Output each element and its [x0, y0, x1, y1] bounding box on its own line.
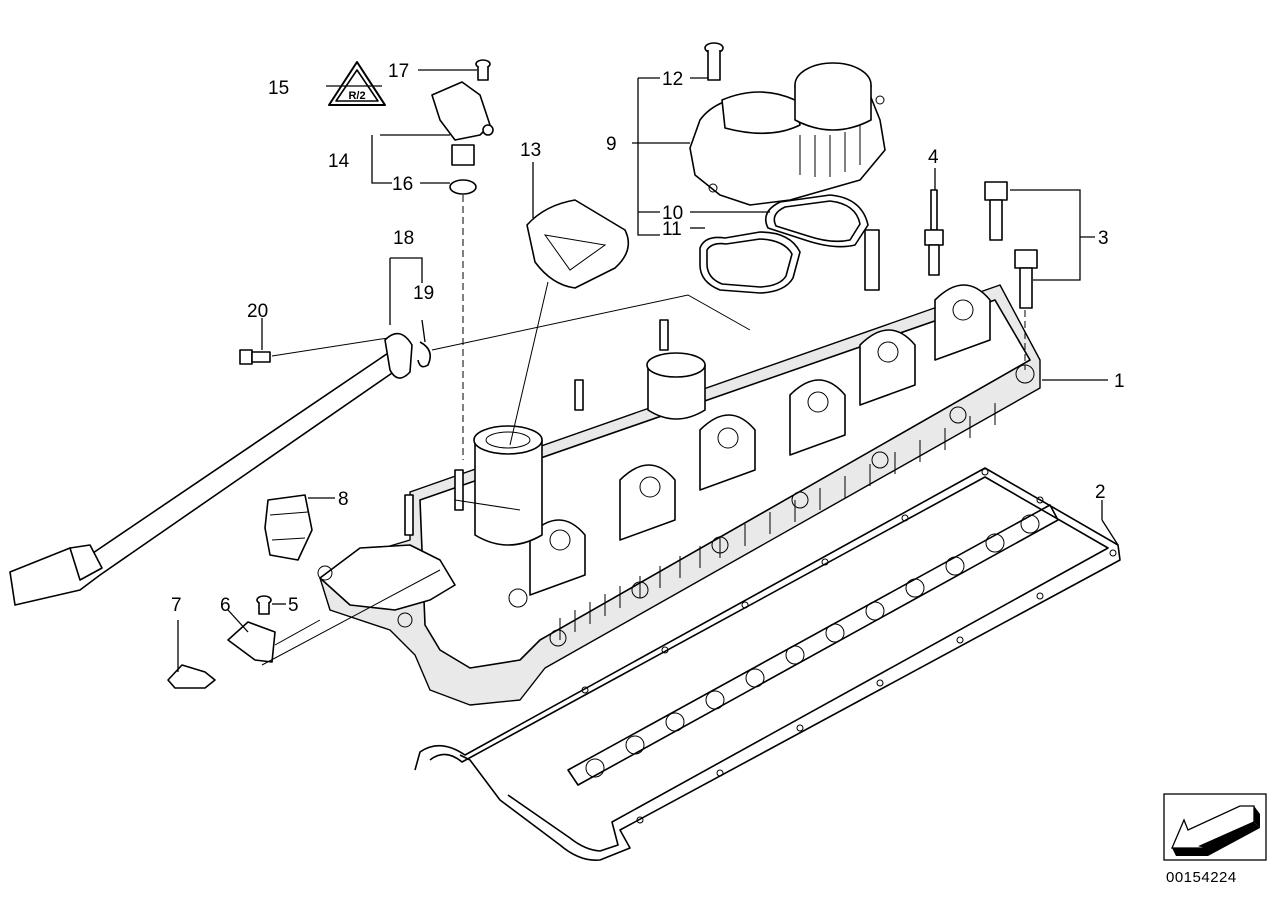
gasket-11 [699, 231, 801, 294]
callout-5: 5 [288, 595, 299, 616]
bracket-6 [227, 621, 276, 663]
vent-hose [9, 332, 413, 606]
callout-9: 9 [606, 134, 617, 155]
cover-flange [319, 544, 456, 611]
screw-5 [256, 595, 272, 615]
callout-20: 20 [247, 301, 268, 322]
document-number: 00154224 [1166, 869, 1237, 886]
vent-dome [646, 352, 706, 420]
orientation-box [1163, 793, 1267, 861]
oil-filler-neck [473, 425, 543, 546]
clamp-19 [417, 341, 431, 368]
callout-19: 19 [413, 283, 434, 304]
warning-triangle-icon: R/2 [328, 61, 386, 106]
gasket-spark-plug-seals [567, 504, 1059, 786]
callout-10: 10 [662, 203, 683, 224]
callout-4: 4 [928, 147, 939, 168]
callout-labels: 1 2 3 4 5 6 7 8 9 10 11 12 13 14 15 16 1… [171, 61, 1125, 616]
cover-bosses [529, 284, 991, 596]
cover-ribs [559, 403, 996, 640]
callout-3: 3 [1098, 228, 1109, 249]
callout-2: 2 [1095, 482, 1106, 503]
callout-13: 13 [520, 140, 541, 161]
callout-7: 7 [171, 595, 182, 616]
callout-12: 12 [662, 69, 683, 90]
direction-arrow-icon [1171, 805, 1260, 856]
bolt-12 [704, 42, 724, 81]
bolt-20 [239, 349, 271, 365]
callout-1: 1 [1114, 371, 1125, 392]
gasket-outer-seal [414, 467, 1121, 862]
callout-6: 6 [220, 595, 231, 616]
clip-7 [167, 664, 216, 689]
leader-lines [177, 69, 1119, 672]
assembly-lines [261, 195, 1026, 666]
clip-8 [264, 494, 313, 561]
bolt-4 [924, 189, 944, 276]
warning-symbol-text: R/2 [348, 90, 365, 102]
callout-17: 17 [388, 61, 409, 82]
cylinder-head-cover [317, 229, 1041, 706]
bolt-17 [475, 59, 491, 81]
callout-15: 15 [268, 78, 289, 99]
callout-18: 18 [393, 228, 414, 249]
bolts-3 [984, 181, 1038, 309]
oil-filler-cap [526, 199, 630, 289]
pressure-control-valve [689, 62, 886, 206]
callout-14: 14 [328, 151, 350, 172]
camshaft-sensor [431, 81, 494, 166]
o-ring-16 [449, 179, 477, 195]
callout-8: 8 [338, 489, 349, 510]
callout-16: 16 [392, 174, 413, 195]
callout-11: 11 [662, 219, 682, 240]
